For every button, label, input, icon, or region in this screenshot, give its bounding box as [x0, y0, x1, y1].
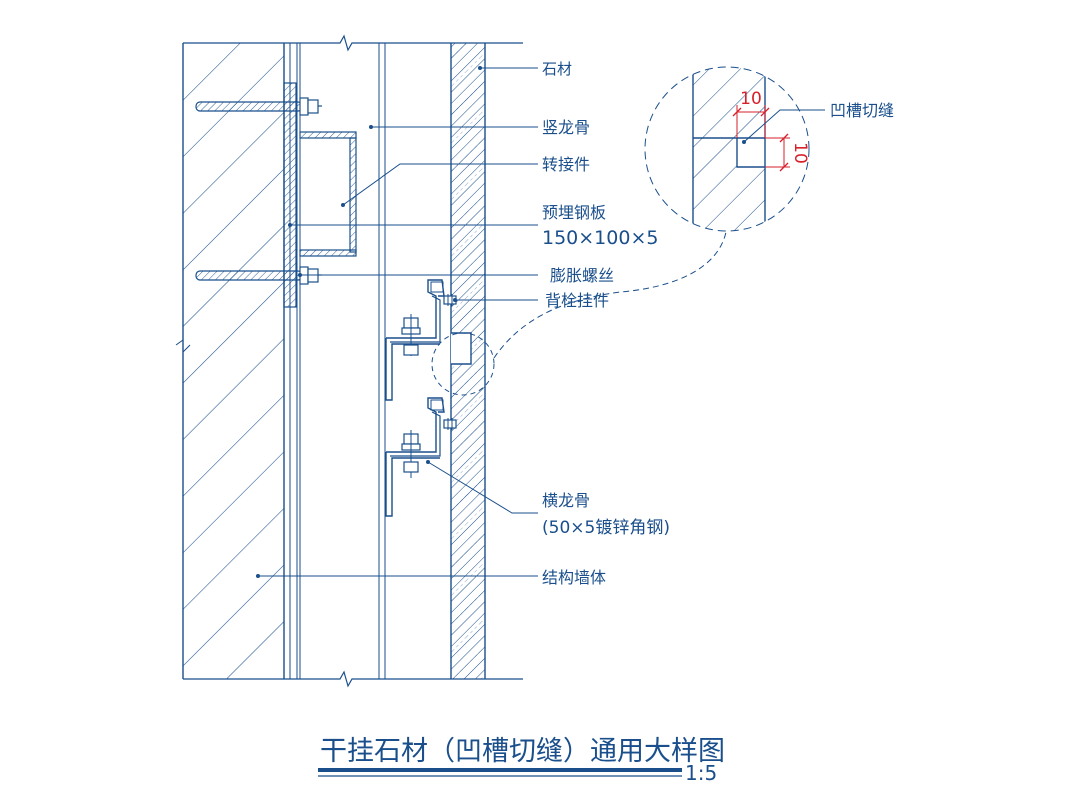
label-embedded-plate: 预埋钢板 [542, 203, 606, 222]
break-lines [175, 34, 523, 688]
drawing-scale: 1:5 [685, 761, 717, 785]
label-groove-cut: 凹槽切缝 [830, 101, 894, 120]
label-adapter: 转接件 [542, 155, 590, 174]
label-structural-wall: 结构墙体 [542, 568, 606, 587]
stone-panel [450, 43, 486, 679]
back-bolt-hanger-lower [385, 397, 457, 517]
label-vertical-keel: 竖龙骨 [542, 118, 590, 137]
detail-reference-circle [431, 231, 727, 396]
dimension-groove-width-text: 10 [740, 89, 762, 109]
label-expansion-bolt: 膨胀螺丝 [550, 266, 614, 285]
title-block: 干挂石材（凹槽切缝）通用大样图 1:5 [318, 736, 725, 785]
label-embedded-plate-spec: 150×100×5 [542, 227, 658, 249]
embedded-steel-plate [283, 82, 297, 308]
label-horizontal-keel-spec: (50×5镀锌角钢) [542, 518, 670, 538]
structural-wall [182, 43, 285, 679]
dimension-groove-width: 10 [732, 89, 770, 138]
dimension-groove-height-text: 10 [790, 142, 810, 164]
label-stone: 石材 [542, 60, 572, 78]
drawing-title: 干挂石材（凹槽切缝）通用大样图 [320, 736, 725, 767]
adapter-bracket [299, 131, 357, 257]
labels: 石材 竖龙骨 转接件 预埋钢板 150×100×5 膨胀螺丝 背栓挂件 横龙骨 … [542, 60, 894, 587]
expansion-bolt-upper [195, 97, 322, 116]
dimension-groove-height: 10 [765, 133, 810, 172]
leader-lines [256, 66, 825, 578]
label-horizontal-keel: 横龙骨 [542, 491, 590, 510]
label-back-bolt-hanger: 背栓挂件 [545, 291, 609, 310]
back-bolt-hanger-upper [385, 279, 457, 401]
enlarged-detail [644, 66, 810, 232]
